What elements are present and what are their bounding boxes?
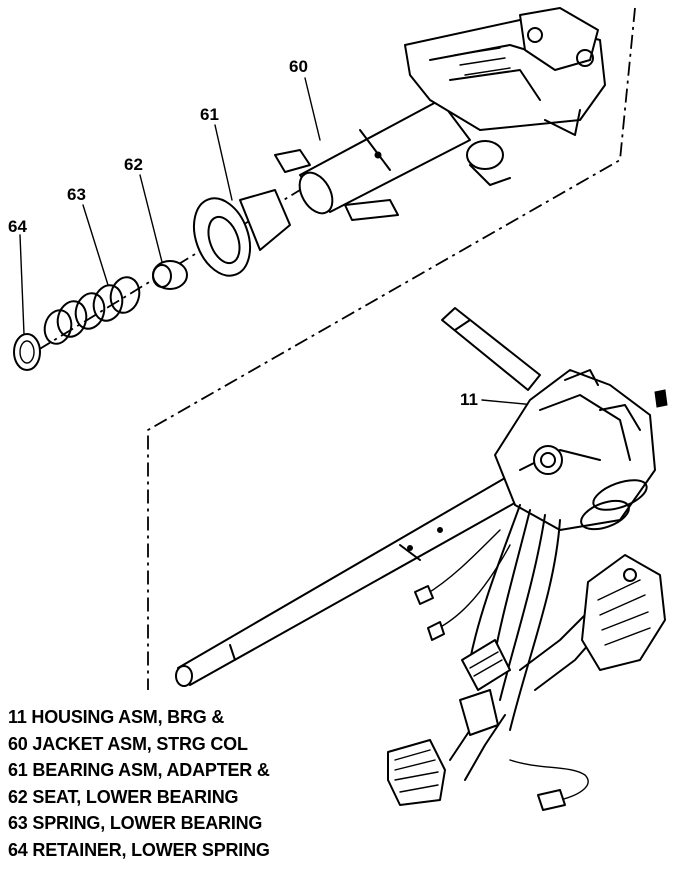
callout-63: 63	[67, 185, 86, 204]
wiring-harness	[387, 504, 666, 811]
part-62-lower-bearing-seat	[152, 260, 188, 290]
part-60-jacket-assembly	[274, 7, 606, 221]
legend-item-63: 63 SPRING, LOWER BEARING	[8, 813, 263, 833]
legend-item-60: 60 JACKET ASM, STRG COL	[8, 733, 248, 754]
part-64-lower-spring-retainer	[13, 333, 41, 371]
callout-leader-lines	[19, 77, 536, 406]
legend-item-61: 61 BEARING ASM, ADAPTER &	[8, 760, 270, 780]
callout-62: 62	[124, 155, 143, 174]
assembled-steering-column	[175, 307, 668, 687]
parts-legend: 11 HOUSING ASM, BRG & 60 JACKET ASM, STR…	[8, 704, 428, 863]
legend-item-62: 62 SEAT, LOWER BEARING	[8, 786, 239, 807]
part-63-lower-bearing-spring	[43, 276, 141, 345]
callout-11: 11	[460, 390, 478, 409]
callout-61: 61	[200, 105, 219, 124]
legend-item-11: 11 HOUSING ASM, BRG &	[8, 707, 225, 727]
legend-item-64: 64 RETAINER, LOWER SPRING	[8, 839, 270, 860]
callout-60: 60	[289, 57, 308, 76]
part-61-bearing-adapter	[192, 189, 291, 277]
callout-64: 64	[8, 217, 27, 236]
